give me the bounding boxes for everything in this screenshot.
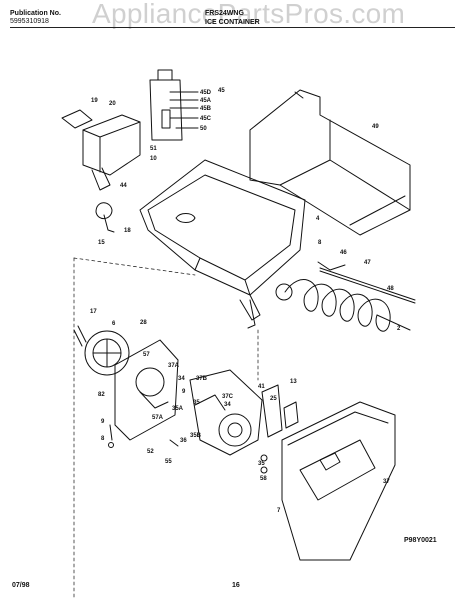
callout-45: 45 bbox=[218, 88, 225, 94]
callout-82: 82 bbox=[98, 392, 105, 398]
callout-2: 2 bbox=[397, 326, 401, 332]
callout-6: 6 bbox=[112, 321, 116, 327]
callout-37a: 37A bbox=[168, 363, 180, 369]
section-title: ICE CONTAINER bbox=[205, 19, 260, 26]
revision-date: 07/98 bbox=[12, 582, 30, 589]
callout-37: 37 bbox=[383, 479, 390, 485]
ice-container-body bbox=[139, 159, 306, 329]
model-number: FRS24WNG bbox=[205, 10, 244, 17]
callout-47: 47 bbox=[364, 260, 371, 266]
mounting-bracket bbox=[61, 109, 141, 191]
callout-49: 49 bbox=[372, 124, 379, 130]
callout-45c: 45C bbox=[200, 116, 212, 122]
guide-lines bbox=[73, 257, 259, 600]
gear-assembly bbox=[189, 369, 263, 456]
callout-17: 17 bbox=[90, 309, 97, 315]
callout-18: 18 bbox=[124, 228, 131, 234]
cover-rail bbox=[249, 89, 411, 236]
callout-35b: 35B bbox=[190, 433, 202, 439]
auger bbox=[275, 279, 411, 332]
figure-code: P98Y0021 bbox=[404, 537, 437, 544]
callout-45b: 45B bbox=[200, 106, 212, 112]
callout-19: 19 bbox=[91, 98, 98, 104]
callout-35-b: 35 bbox=[258, 461, 265, 467]
callout-25: 25 bbox=[270, 396, 277, 402]
switch-detail bbox=[149, 69, 199, 141]
actuator-bracket bbox=[261, 384, 299, 438]
callout-37c: 37C bbox=[222, 394, 234, 400]
page-number: 16 bbox=[232, 582, 240, 589]
callout-35: 35 bbox=[193, 400, 200, 406]
callout-35a: 35A bbox=[172, 406, 184, 412]
callout-15: 15 bbox=[98, 240, 105, 246]
callout-57a: 57A bbox=[152, 415, 164, 421]
callout-55: 55 bbox=[165, 459, 172, 465]
publication-number: 5995310918 bbox=[10, 18, 49, 25]
callout-20: 20 bbox=[109, 101, 116, 107]
callout-36: 36 bbox=[180, 438, 187, 444]
header-rule bbox=[10, 27, 455, 28]
callout-44: 44 bbox=[120, 183, 127, 189]
callout-labels: 19 20 45 45D 45A 45B 45C 50 49 51 10 44 … bbox=[90, 88, 401, 514]
callout-50: 50 bbox=[200, 126, 207, 132]
callout-46: 46 bbox=[340, 250, 347, 256]
callout-58: 58 bbox=[260, 476, 267, 482]
screws bbox=[108, 424, 268, 474]
callout-13: 13 bbox=[290, 379, 297, 385]
callout-9-b: 9 bbox=[101, 419, 105, 425]
motor-fan bbox=[73, 325, 130, 376]
callout-8-b: 8 bbox=[101, 436, 105, 442]
callout-41: 41 bbox=[258, 384, 265, 390]
callout-37b: 37B bbox=[196, 376, 208, 382]
callout-4: 4 bbox=[316, 216, 320, 222]
callout-28: 28 bbox=[140, 320, 147, 326]
callout-51: 51 bbox=[150, 146, 157, 152]
callout-7: 7 bbox=[277, 508, 281, 514]
callout-9: 9 bbox=[182, 389, 186, 395]
callout-45a: 45A bbox=[200, 98, 212, 104]
callout-34-a: 34 bbox=[178, 376, 185, 382]
dispenser-door bbox=[281, 401, 396, 561]
lamp-socket bbox=[95, 202, 115, 233]
callout-52: 52 bbox=[147, 449, 154, 455]
callout-34-b: 34 bbox=[224, 402, 231, 408]
callout-45d: 45D bbox=[200, 90, 212, 96]
rod bbox=[317, 261, 416, 304]
callout-8: 8 bbox=[318, 240, 322, 246]
callout-48: 48 bbox=[387, 286, 394, 292]
callout-57: 57 bbox=[143, 352, 150, 358]
callout-10: 10 bbox=[150, 156, 157, 162]
motor-plate bbox=[114, 339, 179, 441]
publication-label: Publication No. bbox=[10, 10, 61, 17]
watermark: AppliancePartsPros.com bbox=[92, 0, 406, 29]
